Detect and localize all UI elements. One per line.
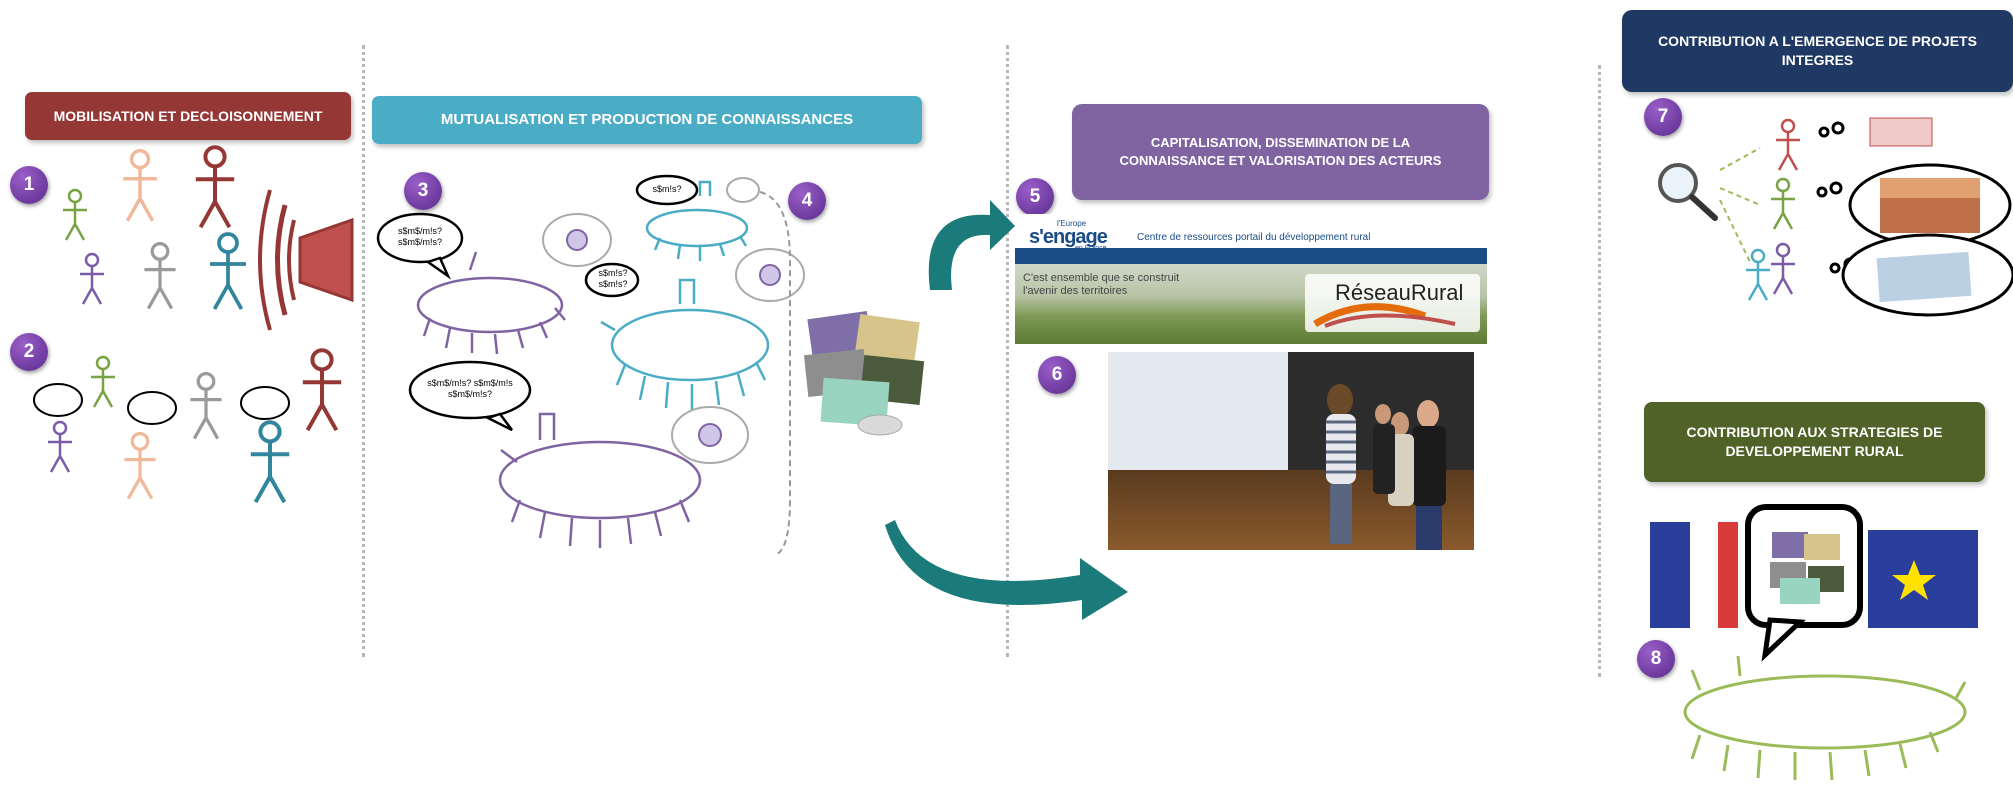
step-badge-8: 8	[1637, 640, 1675, 678]
capitalisation-banner: CAPITALISATION, DISSEMINATION DE LA CONN…	[1072, 104, 1489, 200]
emergence-title-line2: INTEGRES	[1781, 52, 1854, 68]
emergence-title-line1: CONTRIBUTION A L'EMERGENCE DE PROJETS	[1658, 33, 1977, 50]
speech-text-a: s$m$/m!s? s$m$/m!s?	[397, 226, 442, 247]
circle-of-people	[1683, 655, 1967, 781]
strategies-title-line2: DEVELOPPEMENT RURAL	[1725, 443, 1904, 459]
project-images	[1869, 117, 1980, 303]
france-flag-icon	[1650, 522, 1738, 628]
speech-text-b: s$m!s?	[652, 184, 682, 194]
megaphone-icon	[258, 189, 354, 331]
mobilisation-title: MOBILISATION ET DECLOISONNEMENT	[53, 107, 323, 124]
reseau-rural-logo: RéseauRural	[1305, 274, 1480, 332]
people-group-7	[1719, 118, 1802, 302]
step-badge-2: 2	[10, 333, 48, 371]
people-group-2	[33, 350, 341, 502]
arrow-to-photo	[885, 520, 1128, 620]
divider-3	[1598, 65, 1601, 677]
projection-screen	[1108, 352, 1288, 470]
divider-2	[1006, 45, 1009, 657]
mobilisation-banner: MOBILISATION ET DECLOISONNEMENT	[25, 92, 351, 140]
step-badge-1: 1	[10, 166, 48, 204]
engage-label: s'engage	[1029, 226, 1108, 248]
mutualisation-title: MUTUALISATION ET PRODUCTION DE CONNAISSA…	[440, 110, 854, 128]
idea-clouds	[542, 177, 805, 464]
resource-portal-screenshot: l'Europe s'engage en France Centre de re…	[1015, 214, 1487, 344]
presenters	[1326, 384, 1446, 550]
strategies-title-line1: CONTRIBUTION AUX STRATEGIES DE	[1686, 424, 1943, 441]
capitalisation-title-line1: CAPITALISATION, DISSEMINATION DE LA	[1150, 135, 1411, 151]
speech-bubbles	[376, 174, 699, 432]
step-badge-3: 3	[404, 172, 442, 210]
speech-text-d: s$m$/m!s? s$m$/m!s s$m$/m!s?	[427, 378, 513, 399]
portal-header-title: Centre de ressources portail du développ…	[1137, 232, 1371, 243]
discussion-table-3	[600, 278, 770, 410]
reseau-rural-text: RéseauRural	[1335, 280, 1464, 305]
discussion-table-2	[645, 180, 749, 261]
magnifier-icon	[1658, 163, 1718, 221]
emergence-banner: CONTRIBUTION A L'EMERGENCE DE PROJETS IN…	[1622, 10, 2013, 92]
portal-tagline: C'est ensemble que se construit l'avenir…	[1023, 272, 1180, 298]
bracket-line	[759, 191, 791, 556]
presentation-photo	[1108, 352, 1474, 550]
capitalisation-title-line2: CONNAISSANCE ET VALORISATION DES ACTEURS	[1119, 153, 1442, 168]
people-group-1	[61, 147, 248, 311]
europe-flag-icon	[1868, 530, 1978, 628]
documents-stack-icon	[803, 311, 925, 436]
step-badge-6: 6	[1038, 356, 1076, 394]
arrow-to-website	[928, 200, 1015, 290]
speech-text-c: s$m!s? s$m!s?	[598, 268, 628, 289]
strategies-banner: CONTRIBUTION AUX STRATEGIES DE DEVELOPPE…	[1644, 402, 1985, 482]
discussion-table-4	[498, 412, 702, 548]
divider-1	[362, 45, 365, 657]
europe-label: l'Europe	[1057, 219, 1087, 228]
step-badge-5: 5	[1016, 178, 1054, 216]
strategy-speech-bubble	[1745, 504, 1863, 662]
step-badge-4: 4	[788, 182, 826, 220]
step-badge-7: 7	[1644, 98, 1682, 136]
mutualisation-banner: MUTUALISATION ET PRODUCTION DE CONNAISSA…	[372, 96, 922, 144]
